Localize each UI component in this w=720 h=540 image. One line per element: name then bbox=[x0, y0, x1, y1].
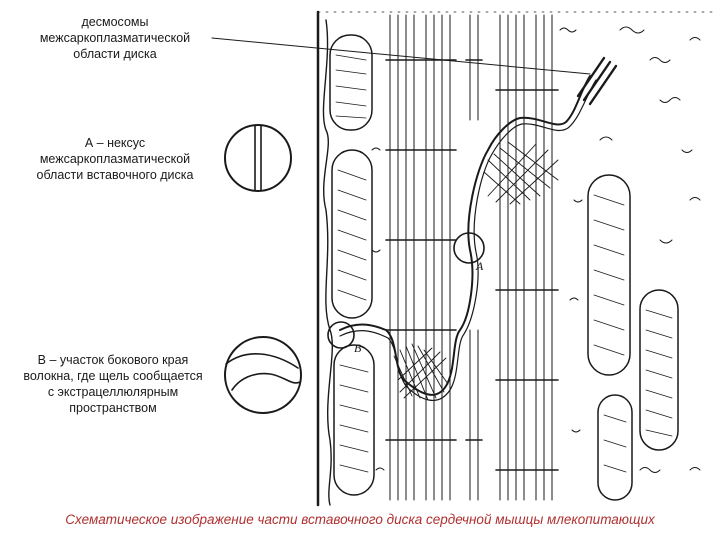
mitochondrion-cristae bbox=[339, 364, 369, 473]
lateral-edge-membrane bbox=[225, 353, 299, 369]
nexus-label-line-3: области вставочного диска bbox=[36, 168, 194, 182]
mitochondrion bbox=[639, 289, 679, 451]
desmosome-plaques bbox=[576, 56, 618, 106]
nexus-marker-circle bbox=[453, 232, 485, 264]
lateral-edge-label: В – участок бокового края волокна, где щ… bbox=[4, 352, 222, 416]
lateral-edge-marker-circle bbox=[327, 321, 355, 349]
mitochondrion bbox=[329, 34, 373, 131]
mitochondrion-cristae bbox=[335, 54, 367, 119]
mitochondrion-cristae bbox=[645, 309, 673, 437]
nexus-marker-letter: A bbox=[475, 259, 484, 273]
mitochondrion-cristae bbox=[337, 169, 367, 301]
lateral-edge-inset-circle bbox=[224, 336, 302, 414]
mitochondria-left-column bbox=[329, 34, 375, 496]
desmosomes-label: десмосомы межсаркоплазматической области… bbox=[20, 14, 210, 62]
nexus-inset-circle bbox=[224, 124, 292, 192]
mitochondrion bbox=[331, 149, 373, 319]
z-bands bbox=[385, 59, 559, 471]
nexus-label-line-1: А – нексус bbox=[84, 136, 146, 150]
myofibrils bbox=[389, 14, 553, 501]
desmosomes-label-line-2: межсаркоплазматической bbox=[39, 31, 191, 45]
lateral-edge-label-line-1: В – участок бокового края bbox=[37, 353, 189, 367]
figure-caption: Схематическое изображение части вставочн… bbox=[65, 512, 655, 527]
nexus-inset bbox=[224, 124, 292, 192]
mitochondrion-cristae bbox=[593, 194, 625, 356]
sarcoplasmic-reticulum bbox=[371, 26, 701, 473]
desmosomes-label-line-3: области диска bbox=[73, 47, 157, 61]
desmosomes-label-line-1: десмосомы bbox=[81, 15, 149, 29]
mitochondrion bbox=[597, 394, 633, 501]
mitochondrion-cristae bbox=[603, 414, 627, 473]
lateral-edge-label-line-2: волокна, где щель сообщается bbox=[23, 369, 203, 383]
lateral-edge-inset bbox=[224, 336, 302, 414]
lateral-edge-label-line-4: пространством bbox=[69, 401, 157, 415]
nexus-label-line-2: межсаркоплазматической bbox=[39, 152, 191, 166]
mitochondria-right-column bbox=[587, 174, 679, 501]
mitochondrion bbox=[333, 344, 375, 496]
lateral-edge-membrane bbox=[231, 372, 301, 391]
sarcolemma-left bbox=[322, 19, 333, 506]
lateral-edge-marker-letter: B bbox=[354, 341, 362, 355]
nexus-label: А – нексус межсаркоплазматической област… bbox=[10, 135, 220, 183]
mitochondrion bbox=[587, 174, 631, 376]
desmosomes-leader-line bbox=[211, 37, 591, 75]
lateral-edge-label-line-3: с экстрацеллюлярным bbox=[47, 385, 179, 399]
fascia-adherens bbox=[393, 141, 559, 401]
